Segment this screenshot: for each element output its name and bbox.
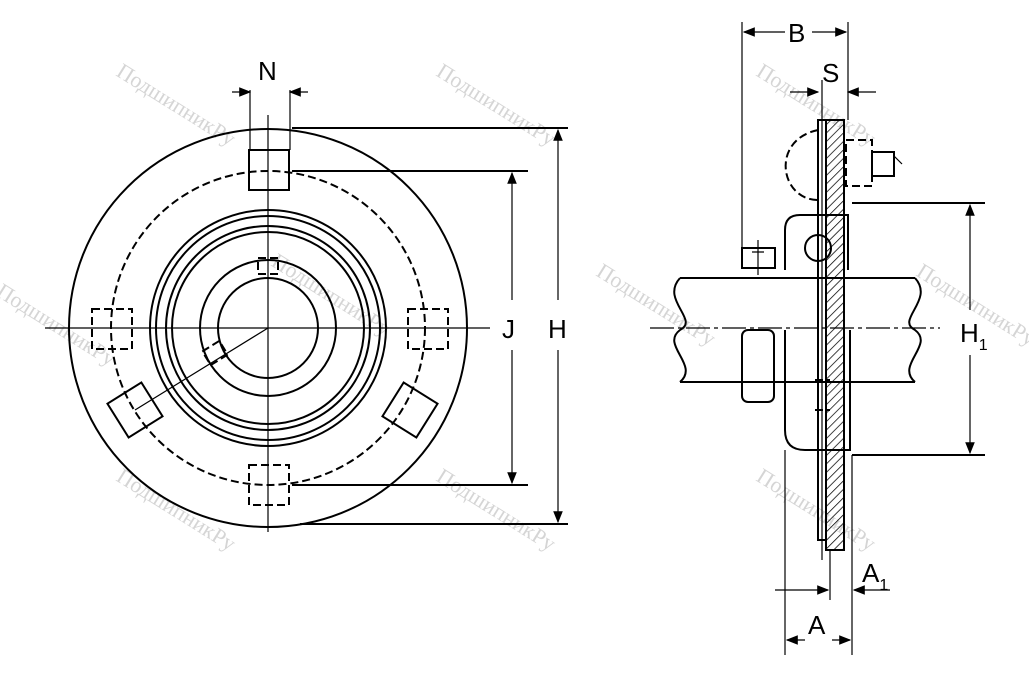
dim-label-h1: H1 (960, 318, 988, 354)
watermark: ПодшипникРу (112, 58, 240, 151)
watermark: ПодшипникРу (752, 463, 880, 556)
dim-label-a1: A1 (862, 558, 888, 594)
watermarks: ПодшипникРу ПодшипникРу ПодшипникРу Подш… (0, 58, 1029, 556)
dim-label-n: N (258, 56, 277, 86)
front-view: N J H (45, 56, 568, 532)
side-view: B S H1 A1 A (650, 18, 988, 655)
watermark: ПодшипникРу (432, 463, 560, 556)
dim-label-s: S (822, 58, 839, 88)
watermark: ПодшипникРу (752, 58, 880, 151)
dim-label-a: A (808, 610, 826, 640)
watermark: ПодшипникРу (592, 258, 720, 351)
dim-label-b: B (788, 18, 805, 48)
watermark: ПодшипникРу (0, 278, 120, 371)
dim-label-j: J (502, 314, 515, 344)
watermark: ПодшипникРу (432, 58, 560, 151)
dim-label-h: H (548, 314, 567, 344)
